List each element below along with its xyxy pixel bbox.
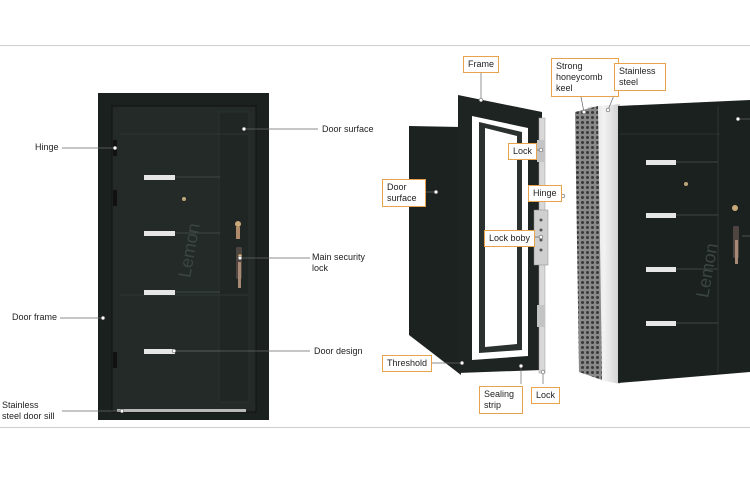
label-main-security-lock: Main security lock: [312, 252, 365, 274]
box-stainless-line2: steel: [619, 77, 639, 87]
label-main-lock-line2: lock: [312, 263, 329, 273]
box-lock-body: Lock boby: [484, 230, 536, 247]
box-door-surface-line2: surface: [387, 193, 417, 203]
box-sealing-line2: strip: [484, 400, 502, 410]
label-hinge: Hinge: [35, 142, 59, 152]
box-sealing-line1: Sealing: [484, 389, 515, 399]
label-stainless-sill: Stainless steel door sill: [2, 400, 55, 422]
top-rule: [0, 45, 750, 46]
box-stainless-steel: Stainless steel: [614, 63, 666, 91]
honeycomb-keel: [575, 106, 602, 380]
box-sealing-strip: Sealing strip: [479, 386, 523, 414]
box-frame: Frame: [463, 56, 500, 73]
box-lock-top: Lock: [508, 143, 538, 160]
label-door-surface: Door surface: [322, 124, 374, 134]
label-sill-line1: Stainless: [2, 400, 39, 410]
box-honeycomb-line3: keel: [556, 83, 573, 93]
box-stainless-line1: Stainless: [619, 66, 656, 76]
front-door-leaf: [618, 100, 750, 383]
label-sill-line2: steel door sill: [2, 411, 55, 421]
label-main-lock-line1: Main security: [312, 252, 366, 262]
label-door-design: Door design: [314, 346, 363, 356]
box-honeycomb-line2: honeycomb: [556, 72, 603, 82]
box-door-surface: Door surface: [382, 179, 426, 207]
bottom-rule: [0, 427, 750, 428]
box-door-surface-line1: Door: [387, 182, 407, 192]
box-hinge: Hinge: [528, 185, 562, 202]
box-honeycomb-line1: Strong: [556, 61, 583, 71]
left-leaders: [60, 126, 318, 414]
door-surface-panel: [409, 126, 461, 375]
box-honeycomb-keel: Strong honeycomb keel: [551, 58, 619, 97]
label-door-frame: Door frame: [12, 312, 58, 322]
box-threshold: Threshold: [382, 355, 433, 372]
box-lock-bottom: Lock: [531, 387, 561, 404]
